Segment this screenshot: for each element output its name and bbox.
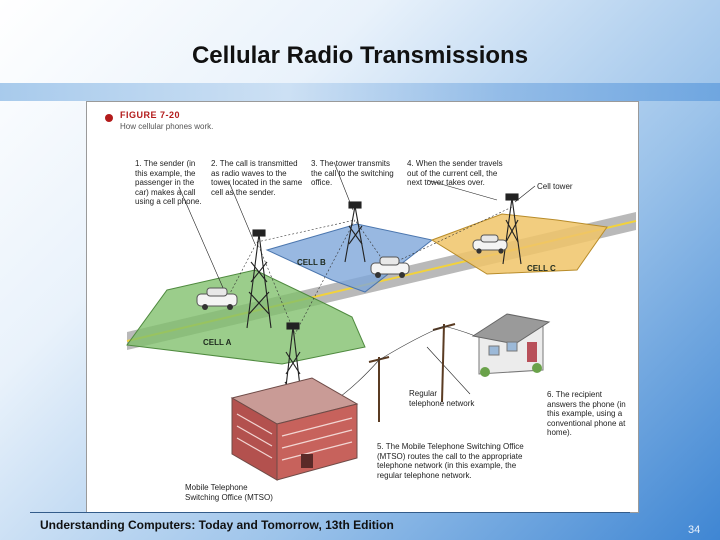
cell-b-label: CELL B <box>297 258 326 267</box>
step-2-text: 2. The call is transmitted as radio wave… <box>211 159 303 197</box>
cell-c-area <box>430 213 608 275</box>
house-icon <box>471 313 551 377</box>
step-4-text: 4. When the sender travels out of the cu… <box>407 159 503 187</box>
radio-wave-lines <box>226 206 513 335</box>
figure-caption: How cellular phones work. <box>120 122 214 131</box>
telephone-network-label: Regular telephone network <box>409 389 475 408</box>
cell-tower-a <box>246 229 272 329</box>
step-1-text: 1. The sender (in this example, the pass… <box>135 159 202 206</box>
cell-a-label: CELL A <box>203 338 232 347</box>
mtso-building-icon <box>230 377 359 481</box>
footer-divider <box>30 512 630 513</box>
cell-tower-b <box>344 201 366 263</box>
cell-tower-label: Cell tower <box>537 182 573 191</box>
step-6-text: 6. The recipient answers the phone (in t… <box>547 390 626 437</box>
step-5-text: 5. The Mobile Telephone Switching Office… <box>377 442 524 480</box>
car-right-icon <box>472 234 508 254</box>
footer-text: Understanding Computers: Today and Tomor… <box>40 518 394 532</box>
mtso-label: Mobile Telephone Switching Office (MTSO) <box>185 483 273 502</box>
decorative-band <box>0 83 720 101</box>
cell-a-area <box>126 269 366 365</box>
figure-label: FIGURE 7-20 <box>120 110 181 120</box>
cell-tower-c <box>502 193 522 265</box>
cellular-network-diagram <box>126 161 637 481</box>
step-3-text: 3. The tower transmits the call to the s… <box>311 159 394 187</box>
car-sender-icon <box>196 287 238 310</box>
car-middle-icon <box>370 256 410 278</box>
cell-c-label: CELL C <box>527 264 556 273</box>
figure-logo-icon <box>105 114 113 122</box>
page-number: 34 <box>688 524 701 536</box>
slide-title: Cellular Radio Transmissions <box>191 42 529 69</box>
figure-illustration: FIGURE 7-20 How cellular phones work. 1.… <box>86 101 639 513</box>
